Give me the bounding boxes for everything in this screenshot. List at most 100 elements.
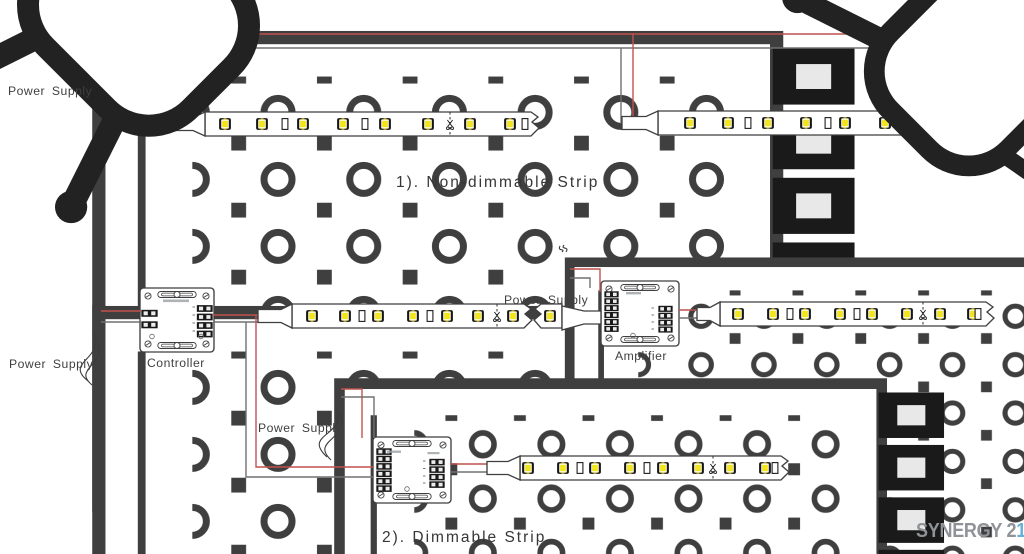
led-chip (306, 310, 318, 322)
led-chip (472, 310, 484, 322)
led-chip (759, 462, 771, 474)
power-supply-3-label: Power Supply (504, 293, 589, 307)
strip-connector (257, 302, 293, 330)
synergy21-logo: SYNERGY 21 (916, 520, 1024, 543)
screw-icon (667, 285, 675, 293)
led-chip (834, 308, 846, 320)
led-chip (507, 310, 519, 322)
input-terminal (141, 309, 158, 317)
resistor-chip (281, 118, 289, 130)
led-chip (219, 118, 231, 130)
power-supply-4-label: Power Supply (258, 421, 343, 435)
power-cord-4 (318, 409, 343, 461)
screw-icon (377, 441, 385, 449)
resistor-chip (744, 117, 752, 129)
panel-markings (626, 292, 654, 339)
output-terminal (658, 312, 673, 319)
output-terminal (196, 322, 213, 329)
led-chip (684, 117, 696, 129)
led-chip (441, 310, 453, 322)
screw-icon (439, 441, 447, 449)
led-chip (464, 118, 476, 130)
led-chip (732, 308, 744, 320)
logo-text-gray: SYNERGY 2 (916, 520, 1017, 542)
mounting-slot (157, 291, 197, 298)
screw-icon (202, 292, 210, 300)
led-chip (901, 308, 913, 320)
input-terminal (376, 463, 392, 470)
section-1-title: 1). Non-dimmable Strip (396, 174, 600, 191)
power-supply-1-label: Power Supply (8, 84, 93, 98)
input-terminal (604, 305, 619, 312)
resistor-chip (358, 310, 366, 322)
resistor-chip (974, 308, 982, 320)
led-chip (722, 117, 734, 129)
led-chip (762, 117, 774, 129)
output-terminal (429, 458, 445, 466)
power-supply-2 (0, 0, 856, 554)
amplifier-label: Amplifier (615, 349, 667, 363)
mounting-slot (620, 284, 660, 291)
mounting-slot (392, 493, 432, 500)
power-cord-3 (558, 244, 568, 253)
led-chip (256, 118, 268, 130)
screw-icon (439, 491, 447, 499)
screw-icon (144, 292, 152, 300)
led-chip (839, 117, 851, 129)
led-chip (589, 462, 601, 474)
led-chip (297, 118, 309, 130)
panel-markings (149, 299, 204, 340)
output-terminal (658, 319, 673, 326)
input-terminal (604, 311, 619, 319)
output-terminal (429, 473, 445, 481)
amplifier-2-box (372, 436, 452, 504)
output-terminal (196, 305, 213, 312)
resistor-chip (521, 118, 529, 130)
output-terminal (429, 466, 445, 473)
screw-icon (667, 334, 675, 342)
input-terminal (376, 455, 392, 463)
resistor-chip (361, 118, 369, 130)
resistor-chip (643, 462, 651, 474)
power-supply-2-label: Power Supply (9, 357, 94, 371)
resistor-chip (786, 308, 794, 320)
led-strip-4 (696, 300, 995, 328)
strip-body (519, 455, 790, 481)
led-chip (724, 462, 736, 474)
led-chip (379, 118, 391, 130)
output-terminal (658, 326, 673, 333)
controller-box (139, 287, 215, 353)
led-chip (339, 310, 351, 322)
section2-wires (101, 268, 697, 478)
panel-markings (387, 450, 440, 492)
amplifier-box (600, 280, 680, 347)
led-strip-5 (486, 454, 790, 482)
output-terminal (429, 481, 445, 488)
input-terminal (141, 321, 158, 329)
led-strip-1 (169, 110, 540, 138)
section-2-title: 2). Dimmable Strip (382, 529, 547, 546)
mounting-slot (157, 342, 197, 349)
controller-label: Controller (147, 356, 205, 370)
output-terminal (196, 330, 213, 338)
screw-icon (144, 340, 152, 348)
strip-connector (486, 454, 521, 482)
resistor-chip (771, 462, 779, 474)
resistor-chip (426, 310, 434, 322)
led-chip (522, 462, 534, 474)
screw-icon (605, 334, 613, 342)
output-terminal (196, 313, 213, 321)
input-terminal (604, 325, 619, 332)
led-chip (407, 310, 419, 322)
led-chip (544, 310, 556, 322)
output-terminal (658, 305, 673, 312)
led-chip (504, 118, 516, 130)
logo-text-blue: 1 (1016, 520, 1024, 542)
input-terminal (376, 485, 392, 492)
input-terminal (604, 318, 619, 326)
input-terminal (376, 470, 392, 478)
led-chip (934, 308, 946, 320)
